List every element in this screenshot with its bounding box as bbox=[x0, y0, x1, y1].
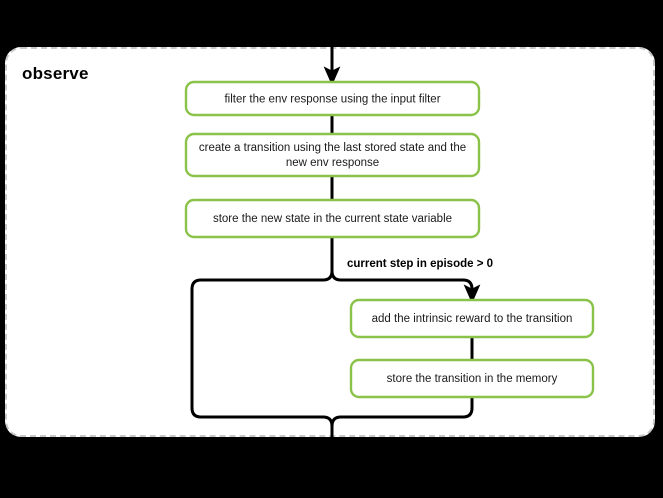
node-create-transition[interactable]: create a transition using the last store… bbox=[184, 132, 481, 178]
node-filter-env-response-box bbox=[184, 80, 481, 117]
node-create-transition-label-line2: new env response bbox=[286, 157, 379, 169]
node-store-new-state-label: store the new state in the current state… bbox=[213, 213, 452, 225]
node-add-intrinsic-reward-label: add the intrinsic reward to the transiti… bbox=[372, 313, 573, 325]
node-store-transition-memory-label: store the transition in the memory bbox=[387, 373, 558, 385]
node-filter-env-response-label: filter the env response using the input … bbox=[224, 94, 440, 106]
edge-split-left-skip bbox=[190, 270, 334, 427]
node-add-intrinsic-reward-box bbox=[349, 298, 595, 339]
page-title: observe bbox=[22, 64, 89, 83]
node-store-new-state[interactable]: store the new state in the current state… bbox=[184, 198, 481, 239]
node-store-transition-memory[interactable]: store the transition in the memory bbox=[349, 358, 595, 399]
node-create-transition-box bbox=[184, 132, 481, 178]
node-filter-env-response[interactable]: filter the env response using the input … bbox=[184, 80, 481, 117]
node-store-transition-memory-box bbox=[349, 358, 595, 399]
edge-group bbox=[190, 20, 481, 452]
node-create-transition-label-line1: create a transition using the last store… bbox=[199, 142, 466, 154]
edge-split-right-condition bbox=[330, 270, 481, 304]
edge-store-transition-to-merge bbox=[330, 397, 474, 427]
node-add-intrinsic-reward[interactable]: add the intrinsic reward to the transiti… bbox=[349, 298, 595, 339]
node-store-new-state-box bbox=[184, 198, 481, 239]
edge-label-condition: current step in episode > 0 bbox=[347, 258, 493, 270]
